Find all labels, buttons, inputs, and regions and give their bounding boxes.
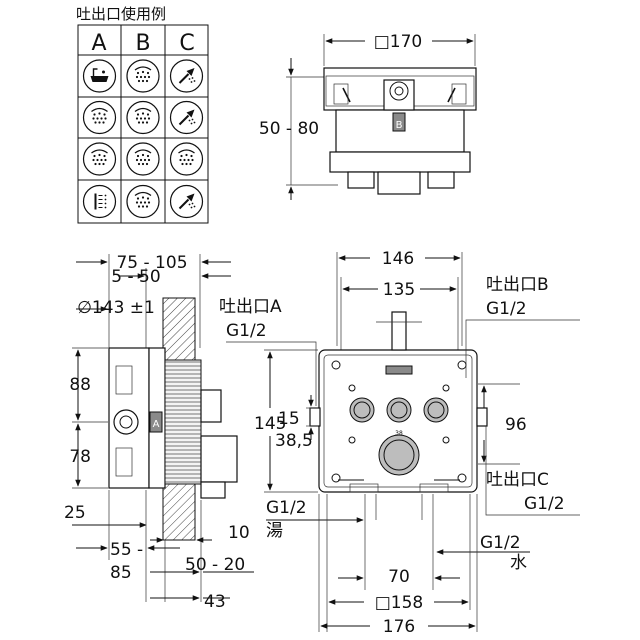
icon-ring <box>126 100 160 135</box>
outlet-b-thread: G1/2 <box>486 299 527 319</box>
brand-plate <box>385 365 413 375</box>
icon-ring <box>82 100 117 135</box>
hot-label: 湯 <box>266 521 283 541</box>
side-cartridge <box>164 359 202 485</box>
icon-ring <box>169 142 204 176</box>
table-title: 吐出口使用例 <box>76 5 166 23</box>
front-gap-mid: 38,5 <box>275 431 313 451</box>
outlet-c-thread: G1/2 <box>524 494 565 514</box>
side-port-a-tag <box>149 411 163 433</box>
table-header-b: B <box>135 31 150 56</box>
top-port-b-mark: B <box>396 120 403 131</box>
front-right-height: 96 <box>505 415 527 435</box>
side-jet-icon <box>82 184 117 219</box>
hand-shower-icon <box>169 59 204 93</box>
front-square: □158 <box>375 593 424 613</box>
side-base-dim: 43 <box>204 592 226 612</box>
side-view: 75 - 105 5 - 50 ∅143 ±1 A 88 78 25 <box>64 253 254 612</box>
shower-icon <box>82 100 117 135</box>
top-view: □170 50 - 80 B <box>259 32 477 200</box>
side-bottom-range: 55 - <box>110 540 143 560</box>
front-total: 176 <box>383 617 415 637</box>
outlet-a-thread: G1/2 <box>226 321 267 341</box>
side-handle-upper <box>200 389 222 423</box>
outlet-a-label: 吐出口A <box>219 297 282 317</box>
side-wall-range: 50 - 20 <box>185 555 245 575</box>
hot-thread: G1/2 <box>266 498 307 518</box>
side-bottom-range2: 85 <box>110 563 132 583</box>
front-outer-width: 146 <box>382 249 414 269</box>
shower-icon <box>126 184 160 219</box>
front-pitch: 70 <box>388 567 410 587</box>
side-lower-dim: 78 <box>69 447 91 467</box>
table-header-a: A <box>91 31 106 56</box>
side-bottom-dim: 25 <box>64 503 86 523</box>
side-handle-lower <box>200 435 238 483</box>
front-inner-width: 135 <box>383 280 415 300</box>
top-housing-flange <box>329 151 471 173</box>
table-icons <box>82 59 204 219</box>
side-upper-dim: 88 <box>69 375 91 395</box>
hand-shower-icon <box>169 100 204 135</box>
side-diameter: ∅143 ±1 <box>77 298 155 318</box>
shower-icon <box>126 100 160 135</box>
icon-ring <box>82 184 117 219</box>
side-wall-thickness: 10 <box>228 523 250 543</box>
shower-icon <box>126 59 160 93</box>
side-port-a-mark: A <box>153 419 160 430</box>
icon-ring <box>126 184 160 219</box>
front-view: 146 135 38 14 <box>219 249 580 637</box>
top-width-label: □170 <box>374 32 423 52</box>
top-height-label: 50 - 80 <box>259 119 319 139</box>
front-height: 145 <box>254 414 286 434</box>
side-depth-range: 75 - 105 <box>116 253 187 273</box>
front-dial-value: 38 <box>395 430 403 437</box>
top-port-b-tag <box>392 112 406 132</box>
side-port-ring <box>113 409 139 435</box>
front-gap-small: 15 <box>278 409 300 429</box>
shower-icon <box>82 142 117 176</box>
icon-ring <box>126 59 160 93</box>
outlet-c-label: 吐出口C <box>486 470 549 490</box>
table-header-c: C <box>179 31 194 56</box>
shower-icon <box>169 142 204 176</box>
front-port-a-pipe <box>309 407 321 427</box>
hand-shower-icon <box>169 184 204 219</box>
usage-table: 吐出口使用例 A B C <box>76 5 209 224</box>
front-port-c-pipe <box>476 407 488 427</box>
table-frame <box>77 24 209 224</box>
shower-icon <box>126 142 160 176</box>
cold-label: 水 <box>510 553 527 573</box>
front-thermostat-dial <box>378 434 420 476</box>
cold-thread: G1/2 <box>480 533 521 553</box>
bath-icon <box>82 59 117 93</box>
side-offset-range: 5 - 50 <box>111 267 160 287</box>
icon-ring <box>126 142 160 176</box>
front-port-b-pipe <box>391 311 407 351</box>
icon-ring <box>82 142 117 176</box>
top-port-b-ring <box>389 81 409 101</box>
outlet-b-label: 吐出口B <box>486 275 549 295</box>
